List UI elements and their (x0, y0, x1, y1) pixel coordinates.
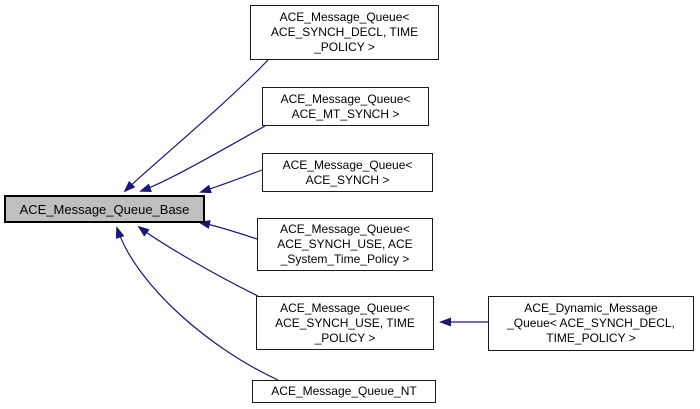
class-node-ace-message-queue-synch-use-system-time-policy[interactable]: ACE_Message_Queue< ACE_SYNCH_USE, ACE _S… (257, 218, 433, 271)
inheritance-edge-n5-to-base (137, 225, 259, 297)
class-node-ace-message-queue-synch-decl-time-policy[interactable]: ACE_Message_Queue< ACE_SYNCH_DECL, TIME … (250, 5, 439, 60)
class-node-ace-dynamic-message-queue[interactable]: ACE_Dynamic_Message _Queue< ACE_SYNCH_DE… (488, 296, 694, 351)
inheritance-edge-n1-to-base (123, 59, 269, 193)
inheritance-edge-n3-to-base (199, 169, 263, 194)
class-node-ace-message-queue-base: ACE_Message_Queue_Base (4, 195, 205, 223)
inheritance-edge-n2-to-base (139, 125, 266, 192)
class-node-ace-message-queue-mt-synch[interactable]: ACE_Message_Queue< ACE_MT_SYNCH > (262, 87, 429, 126)
inheritance-edge-n7-to-base (115, 226, 279, 381)
class-node-ace-message-queue-nt[interactable]: ACE_Message_Queue_NT (252, 380, 436, 403)
class-node-ace-message-queue-synch-use-time-policy[interactable]: ACE_Message_Queue< ACE_SYNCH_USE, TIME _… (256, 296, 434, 350)
class-node-ace-message-queue-synch[interactable]: ACE_Message_Queue< ACE_SYNCH > (262, 153, 433, 192)
inheritance-edge-n4-to-base (198, 220, 258, 240)
